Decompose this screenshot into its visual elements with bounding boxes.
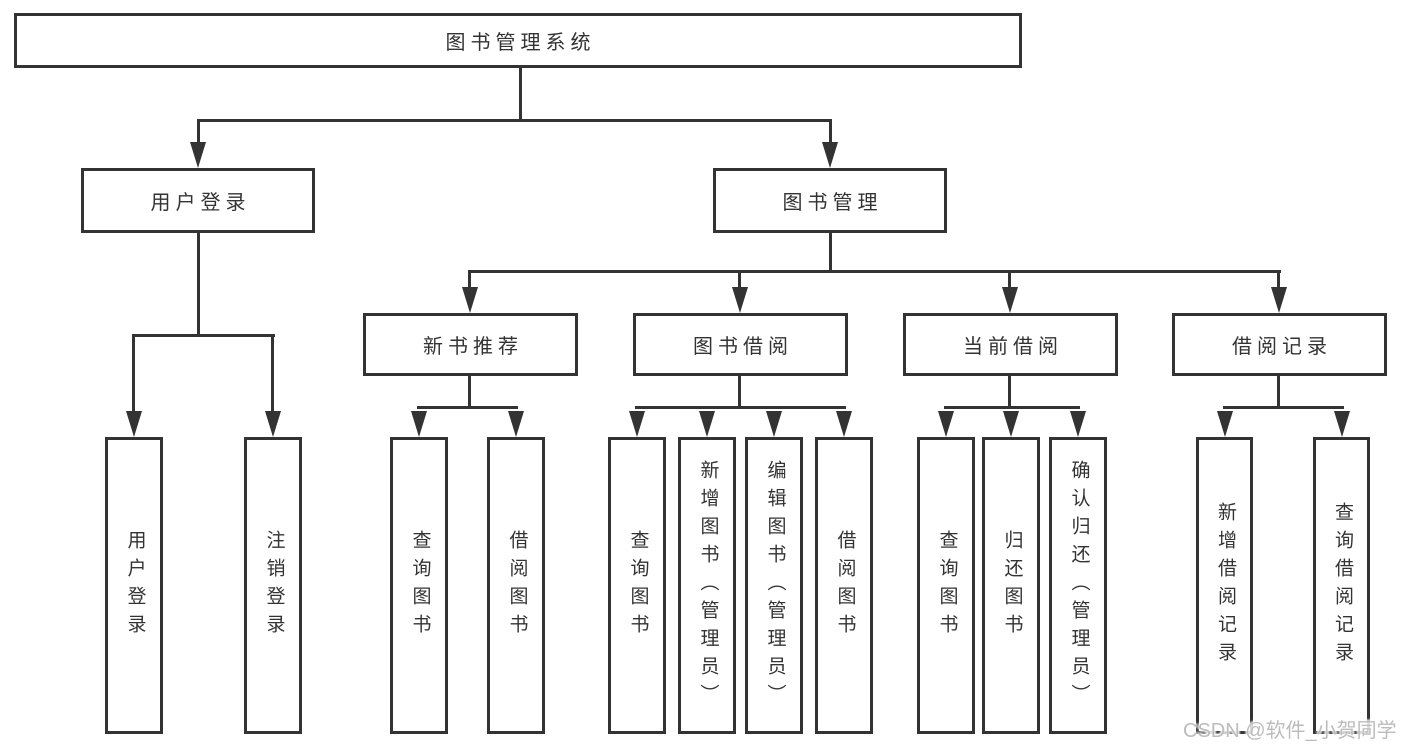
leaf-borrowing-query-books-label: 查询图书 [627,529,649,642]
leaf-current-query-books-label: 查询图书 [936,529,958,642]
arrowhead-records-add-record [1217,411,1233,437]
leaf-borrowing-add-books-admin-label: 新增图书（管理员） [697,459,719,712]
arrowhead-records-query-record [1334,411,1350,437]
arrowhead-borrow-records [1271,287,1287,313]
connector-userlogin-stub [197,232,200,337]
connector-root-to-userlogin [197,119,200,145]
leaf-records-add-borrow-record-label: 新增借阅记录 [1214,501,1236,670]
connector-borrowrecords-stub [1277,375,1280,409]
leaf-borrowing-borrow-books: 借阅图书 [815,437,873,734]
node-book-borrowing-label: 图书借阅 [693,336,793,358]
connector-borrowrecords-hline [1223,406,1344,409]
node-current-borrowing-label: 当前借阅 [963,336,1063,358]
leaf-borrowing-edit-books-admin: 编辑图书（管理员） [745,437,803,734]
node-library-system: 图书管理系统 [14,13,1022,68]
node-new-book-recommend: 新书推荐 [363,313,578,376]
connector-bookborrow-stub [738,375,741,409]
connector-bookmgmt-stub [829,232,832,273]
arrowhead-borrowing-query-books [629,411,645,437]
leaf-borrowing-query-books: 查询图书 [608,437,666,734]
leaf-recommend-query-books: 查询图书 [390,437,448,734]
leaf-current-confirm-return-admin-label: 确认归还（管理员） [1068,459,1090,712]
arrowhead-borrowing-edit-books [766,411,782,437]
leaf-records-query-borrow-record: 查询借阅记录 [1313,437,1370,734]
arrowhead-new-book-recommend [462,287,478,313]
leaf-recommend-borrow-books: 借阅图书 [487,437,545,734]
connector-to-leaf-userlogin [132,334,135,413]
connector-bookborrow-hline [635,406,846,409]
arrowhead-recommend-query-books [411,411,427,437]
leaf-records-add-borrow-record: 新增借阅记录 [1196,437,1253,734]
leaf-recommend-borrow-books-label: 借阅图书 [506,529,528,642]
leaf-recommend-query-books-label: 查询图书 [409,529,431,642]
arrowhead-recommend-borrow-books [508,411,524,437]
leaf-records-query-borrow-record-label: 查询借阅记录 [1331,501,1353,670]
node-user-login: 用户登录 [81,168,315,233]
leaf-borrowing-borrow-books-label: 借阅图书 [834,529,856,642]
arrowhead-borrowing-borrow-books [836,411,852,437]
node-borrow-records: 借阅记录 [1172,313,1387,376]
node-book-management-label: 图书管理 [782,192,883,214]
arrowhead-current-borrowing [1002,287,1018,313]
node-current-borrowing: 当前借阅 [903,313,1118,376]
leaf-user-login-label: 用户登录 [124,529,146,642]
leaf-current-return-books-label: 归还图书 [1001,529,1023,642]
leaf-borrowing-edit-books-admin-label: 编辑图书（管理员） [764,459,786,712]
arrowhead-current-query-books [938,411,954,437]
connector-bookmgmt-hline [468,270,1281,273]
connector-root-hline [197,119,832,122]
arrowhead-leaf-logout [265,411,281,437]
node-book-management: 图书管理 [713,168,947,233]
leaf-current-confirm-return-admin: 确认归还（管理员） [1049,437,1107,734]
arrowhead-book-management [822,142,838,168]
arrowhead-current-confirm-return [1070,411,1086,437]
arrowhead-leaf-user-login [126,411,142,437]
watermark: CSDN @软件_小贺同学 [1183,720,1397,742]
connector-userlogin-hline [132,334,275,337]
leaf-user-login: 用户登录 [105,437,163,734]
connector-newbookrec-stub [468,375,471,409]
connector-root-stub [519,67,522,122]
leaf-current-query-books: 查询图书 [917,437,975,734]
arrowhead-book-borrowing [732,287,748,313]
node-library-system-label: 图书管理系统 [445,32,596,54]
arrowhead-current-return-books [1003,411,1019,437]
arrowhead-user-login [190,142,206,168]
arrowhead-borrowing-add-books [699,411,715,437]
node-user-login-label: 用户登录 [150,192,251,214]
connector-to-borrowrecords [1277,270,1280,289]
node-new-book-recommend-label: 新书推荐 [423,336,523,358]
leaf-logout-label: 注销登录 [263,529,285,642]
connector-to-leaf-logout [271,334,274,413]
connector-currentborrow-hline [944,406,1080,409]
leaf-current-return-books: 归还图书 [982,437,1040,734]
connector-to-bookborrow [738,270,741,289]
leaf-borrowing-add-books-admin: 新增图书（管理员） [678,437,736,734]
connector-root-to-bookmgmt [829,119,832,145]
connector-currentborrow-stub [1008,375,1011,409]
node-borrow-records-label: 借阅记录 [1232,336,1332,358]
connector-newbookrec-hline [417,406,518,409]
connector-to-newbookrec [468,270,471,289]
leaf-logout: 注销登录 [244,437,302,734]
node-book-borrowing: 图书借阅 [633,313,848,376]
connector-to-currentborrow [1008,270,1011,289]
